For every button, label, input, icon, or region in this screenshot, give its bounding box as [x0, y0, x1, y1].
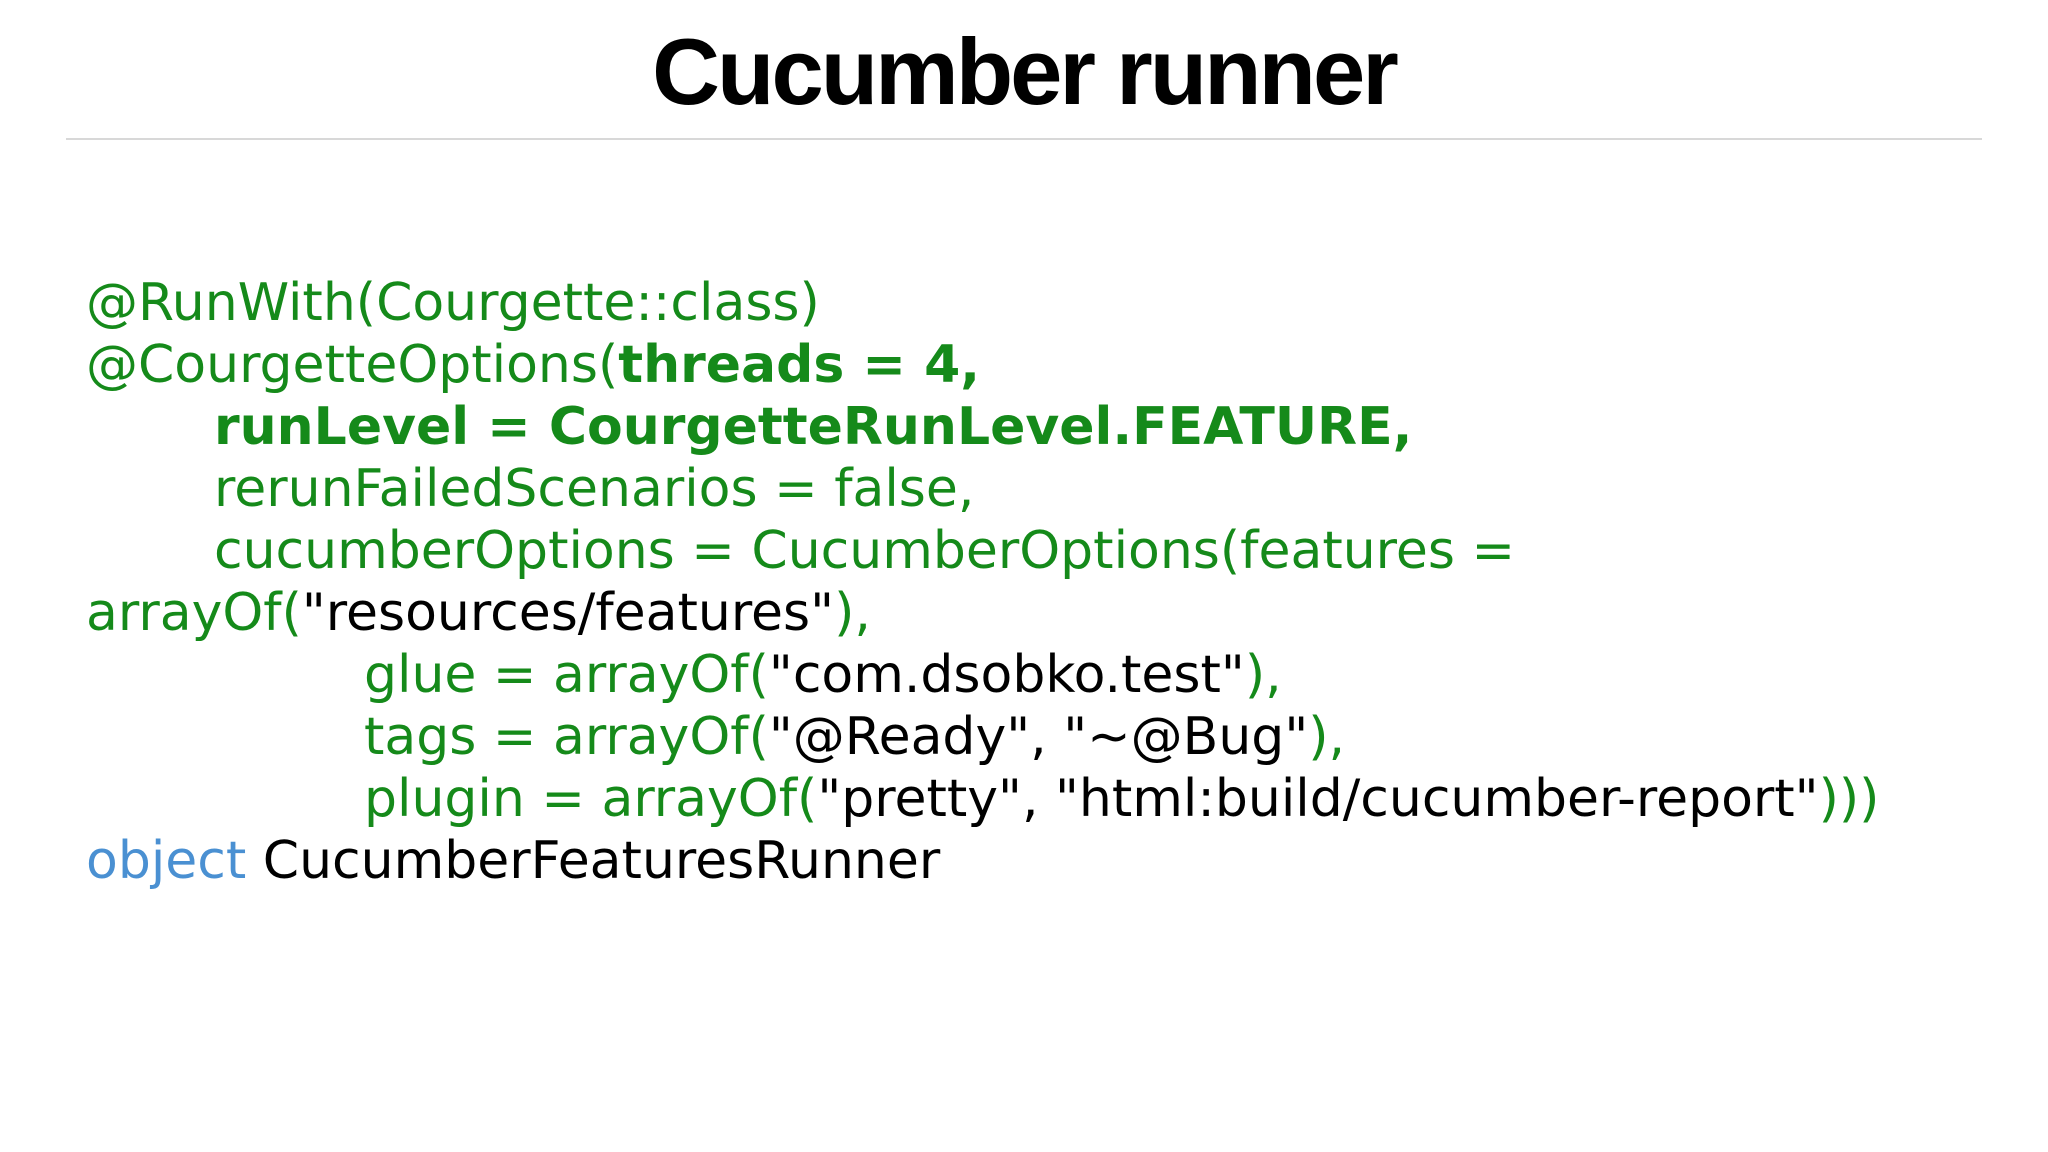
code-segment: CucumberFeaturesRunner: [246, 831, 941, 891]
code-segment: glue = arrayOf(: [364, 645, 769, 705]
code-segment: ),: [1244, 645, 1282, 705]
code-segment: ),: [834, 583, 871, 643]
title-divider: [66, 138, 1982, 140]
code-line: glue = arrayOf("com.dsobko.test"),: [86, 644, 2028, 706]
code-segment: threads = 4,: [618, 335, 981, 395]
code-segment: "pretty", "html:build/cucumber-report": [817, 769, 1819, 829]
code-line: cucumberOptions = CucumberOptions(featur…: [86, 520, 2028, 582]
code-segment: runLevel = CourgetteRunLevel.FEATURE,: [214, 397, 1413, 457]
code-segment: ),: [1308, 707, 1346, 767]
page-title: Cucumber runner: [652, 19, 1399, 124]
code-segment: tags = arrayOf(: [364, 707, 769, 767]
code-segment: plugin = arrayOf(: [364, 769, 818, 829]
code-line: object CucumberFeaturesRunner: [86, 830, 2028, 892]
code-line: @CourgetteOptions(threads = 4,: [86, 334, 2028, 396]
code-segment: @RunWith(Courgette::class): [86, 273, 820, 333]
code-line: @RunWith(Courgette::class): [86, 272, 2028, 334]
code-segment: rerunFailedScenarios = false,: [214, 459, 975, 519]
code-line: tags = arrayOf("@Ready", "~@Bug"),: [86, 706, 2028, 768]
code-segment: arrayOf(: [86, 583, 302, 643]
code-segment: object: [86, 831, 247, 891]
code-line: plugin = arrayOf("pretty", "html:build/c…: [86, 768, 2028, 830]
code-block: @RunWith(Courgette::class)@CourgetteOpti…: [86, 272, 2028, 892]
code-segment: cucumberOptions = CucumberOptions(featur…: [214, 521, 1516, 581]
code-segment: @CourgetteOptions(: [86, 335, 619, 395]
code-segment: "com.dsobko.test": [768, 645, 1245, 705]
code-segment: ))): [1818, 769, 1880, 829]
code-line: rerunFailedScenarios = false,: [86, 458, 2028, 520]
code-segment: "@Ready", "~@Bug": [768, 707, 1309, 767]
code-segment: "resources/features": [301, 583, 835, 643]
code-line: arrayOf("resources/features"),: [86, 582, 2028, 644]
code-line: runLevel = CourgetteRunLevel.FEATURE,: [86, 396, 2028, 458]
